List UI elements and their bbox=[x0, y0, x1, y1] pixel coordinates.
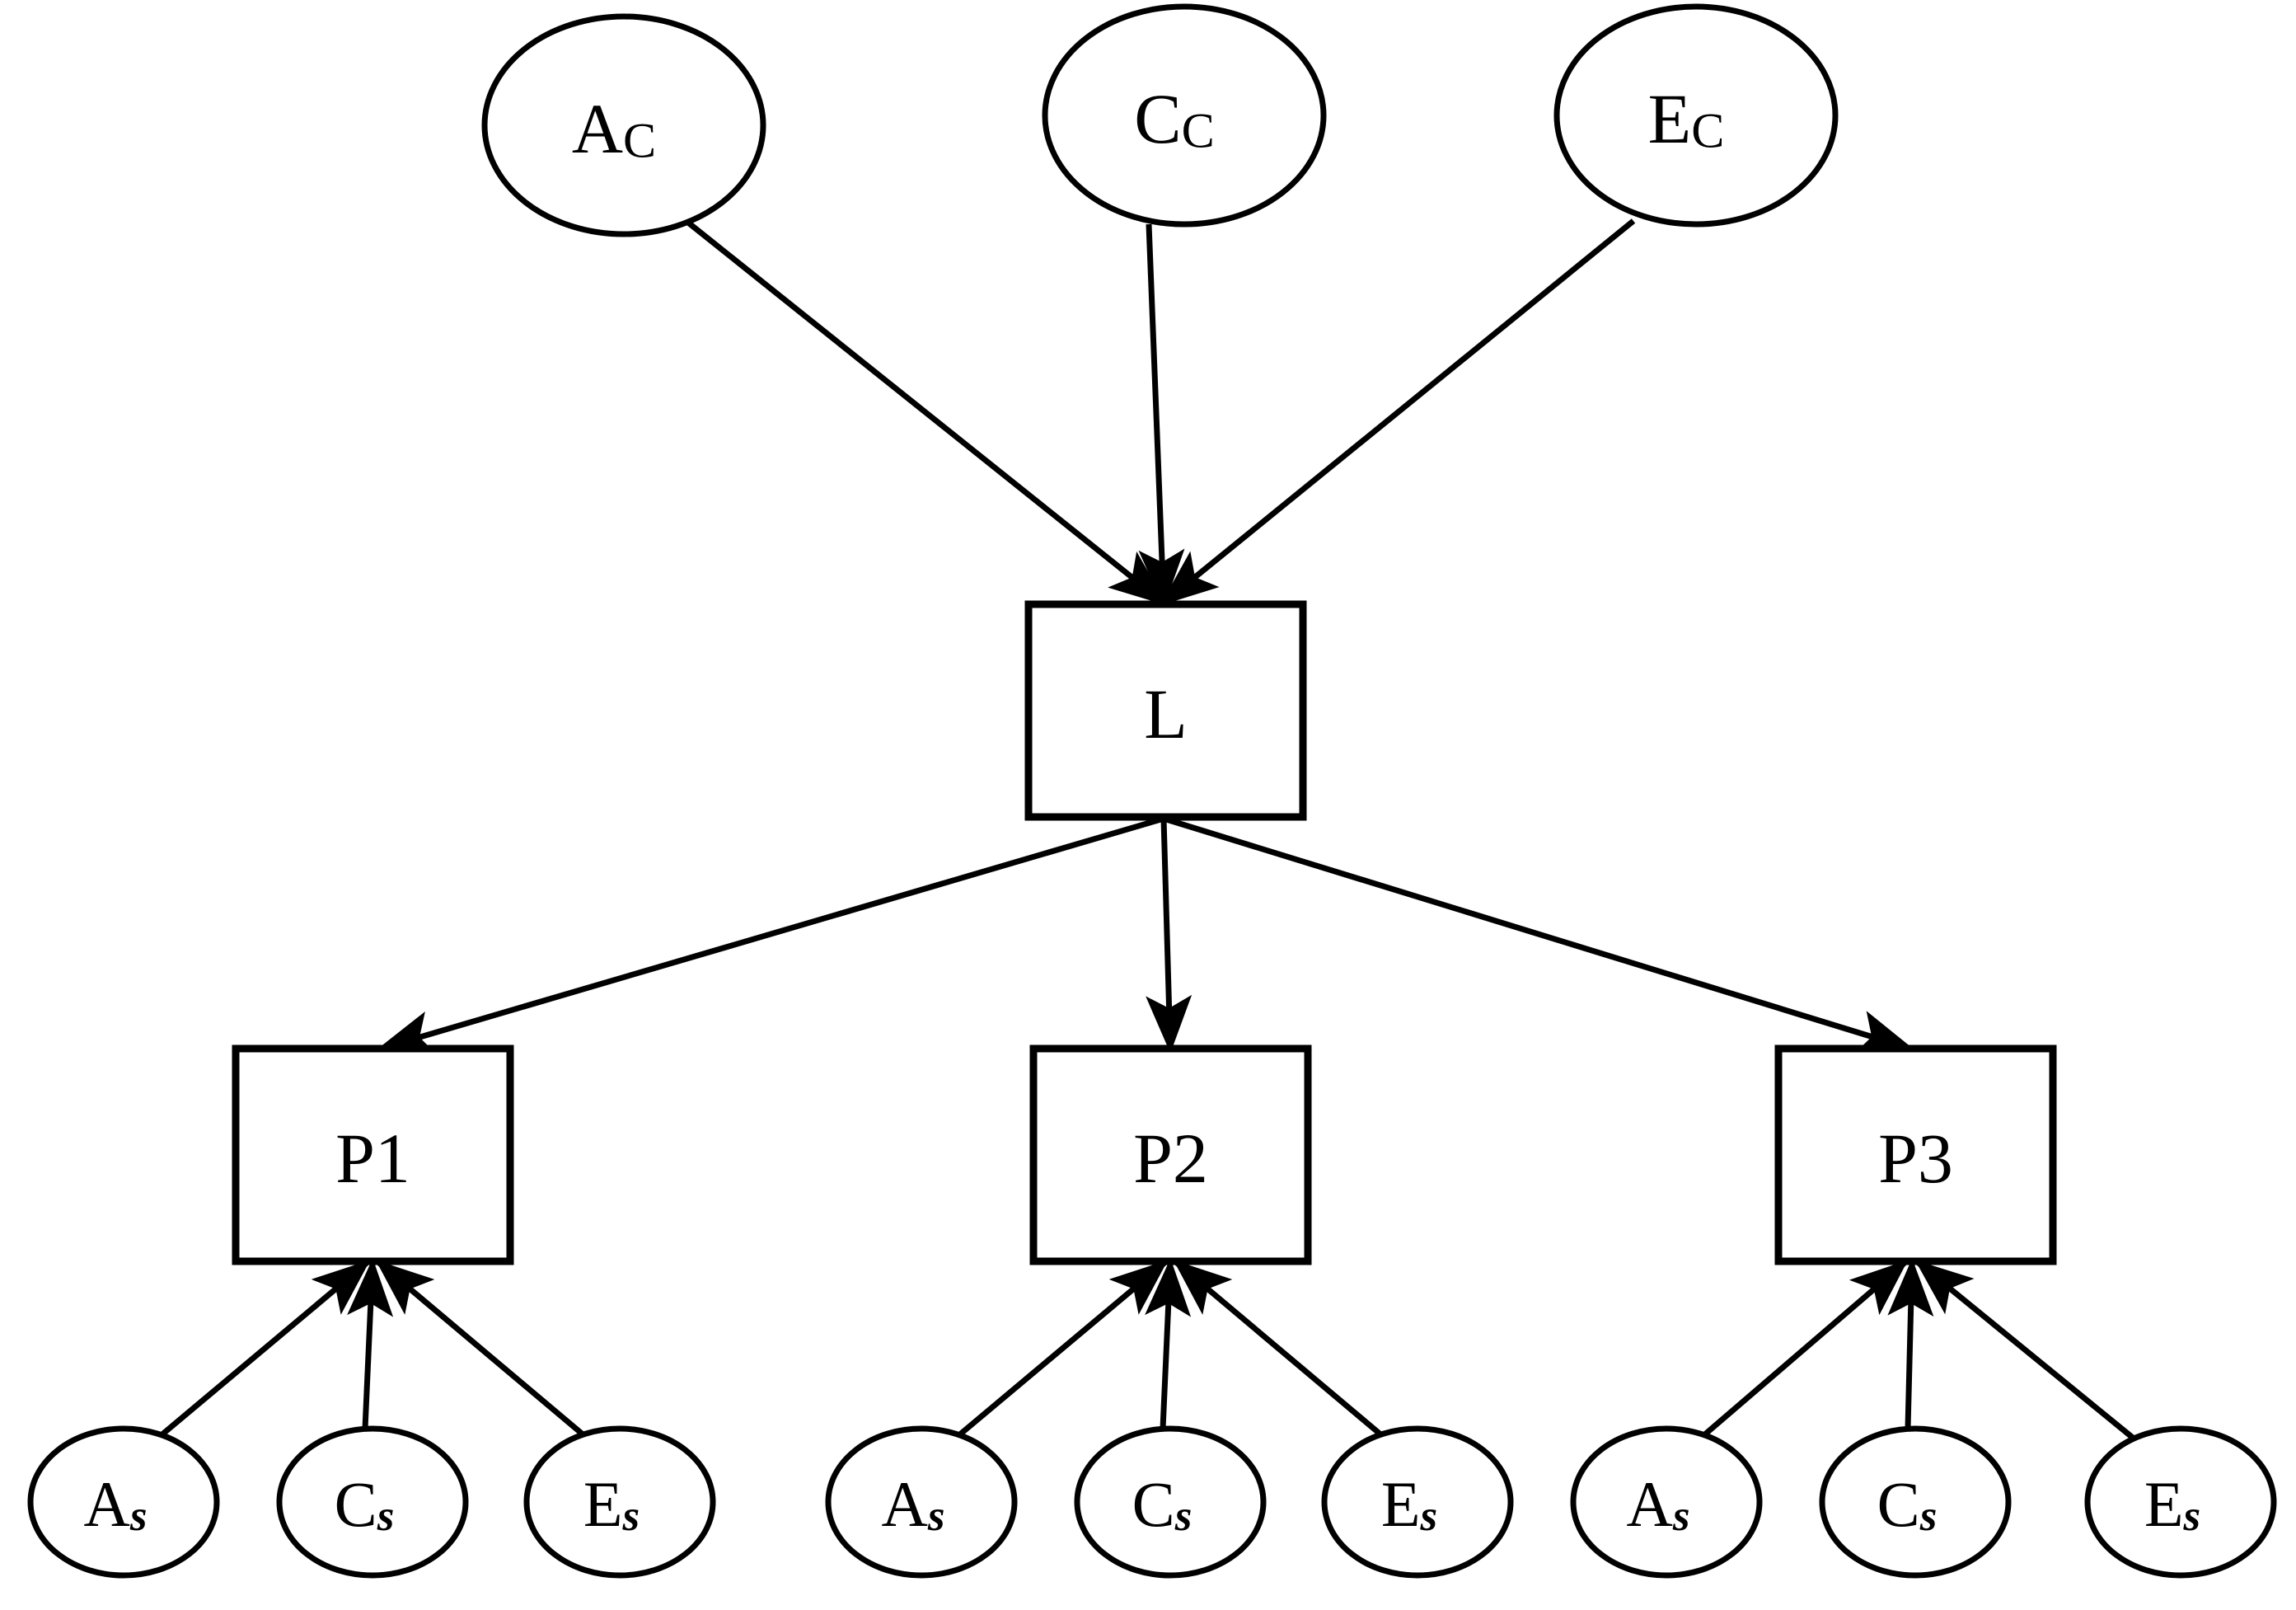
box-P1[interactable] bbox=[232, 1044, 514, 1265]
indicator-P1[interactable]: P1 bbox=[232, 1044, 514, 1265]
common-factor-Ac-label: AC bbox=[572, 89, 656, 168]
edge-P3-Cs-to-P3 bbox=[1887, 1258, 1934, 1429]
ellipse-Cc[interactable] bbox=[1042, 3, 1327, 228]
ellipse-P1-Cs[interactable] bbox=[276, 1425, 469, 1579]
edge-P2-As-to-P2 bbox=[954, 1260, 1169, 1440]
ellipse-Ac[interactable] bbox=[481, 13, 766, 237]
common-factor-Ec-label: EC bbox=[1648, 79, 1725, 158]
edge-P1-Es-to-P1 bbox=[375, 1260, 589, 1440]
box-P3[interactable] bbox=[1774, 1044, 2057, 1265]
specific-factor-P2-Es[interactable]: Es bbox=[1321, 1425, 1514, 1579]
edges-layer bbox=[156, 218, 2135, 1440]
specific-factor-P2-Cs[interactable]: Cs bbox=[1074, 1425, 1267, 1579]
edge-P3-As-to-P3 bbox=[1699, 1260, 1909, 1440]
edge-L-to-P2 bbox=[1146, 818, 1193, 1054]
specific-factor-P3-As[interactable]: As bbox=[1570, 1425, 1763, 1579]
specific-factor-P3-Cs-label: Cs bbox=[1877, 1468, 1938, 1540]
box-P2[interactable] bbox=[1029, 1044, 1312, 1265]
common-factor-Cc-label: CC bbox=[1134, 79, 1215, 158]
specific-factor-P1-Es[interactable]: Es bbox=[523, 1425, 716, 1579]
specific-factor-P1-As[interactable]: As bbox=[27, 1425, 220, 1579]
specific-factor-P2-As-label: As bbox=[882, 1468, 945, 1540]
edge-P1-As-to-P1 bbox=[156, 1260, 371, 1440]
common-factor-Ac[interactable]: AC bbox=[481, 13, 766, 237]
specific-factor-P3-As-label: As bbox=[1627, 1468, 1690, 1540]
ellipse-P2-Es[interactable] bbox=[1321, 1425, 1514, 1579]
common-factor-Ec[interactable]: EC bbox=[1553, 3, 1839, 228]
edge-P3-Es-to-P3 bbox=[1914, 1260, 2135, 1440]
edge-P2-Cs-to-P2 bbox=[1145, 1258, 1192, 1429]
edge-Cc-to-L bbox=[1138, 223, 1185, 608]
edge-P1-Cs-to-P1 bbox=[347, 1258, 394, 1429]
specific-factor-P3-Cs[interactable]: Cs bbox=[1819, 1425, 2012, 1579]
ellipse-P3-Cs[interactable] bbox=[1819, 1425, 2012, 1579]
ellipse-P1-Es[interactable] bbox=[523, 1425, 716, 1579]
ellipse-P2-As[interactable] bbox=[825, 1425, 1018, 1579]
indicator-P2-label: P2 bbox=[1133, 1119, 1208, 1198]
ellipse-Ec[interactable] bbox=[1553, 3, 1839, 228]
indicator-P3-label: P3 bbox=[1878, 1119, 1953, 1198]
specific-factor-P3-Es-label: Es bbox=[2144, 1468, 2200, 1540]
indicator-P2[interactable]: P2 bbox=[1029, 1044, 1312, 1265]
specific-factor-P1-Cs[interactable]: Cs bbox=[276, 1425, 469, 1579]
ellipse-P3-As[interactable] bbox=[1570, 1425, 1763, 1579]
specific-factor-P1-As-label: As bbox=[84, 1468, 148, 1540]
edge-P2-Es-to-P2 bbox=[1173, 1260, 1387, 1440]
specific-factor-P2-Cs-label: Cs bbox=[1132, 1468, 1193, 1540]
box-L[interactable] bbox=[1024, 600, 1307, 821]
indicator-P3[interactable]: P3 bbox=[1774, 1044, 2057, 1265]
latent-variable-label: L bbox=[1144, 674, 1188, 753]
ellipse-P1-As[interactable] bbox=[27, 1425, 220, 1579]
specific-factor-P1-Cs-label: Cs bbox=[335, 1468, 395, 1540]
common-factor-Cc[interactable]: CC bbox=[1042, 3, 1327, 228]
indicator-P1-label: P1 bbox=[335, 1119, 410, 1198]
edge-Ac-to-L bbox=[686, 220, 1168, 606]
ellipse-P3-Es[interactable] bbox=[2084, 1425, 2277, 1579]
specific-factor-P2-As[interactable]: As bbox=[825, 1425, 1018, 1579]
latent-variable-L[interactable]: L bbox=[1024, 600, 1307, 821]
edge-Ec-to-L bbox=[1160, 218, 1636, 606]
specific-factor-P3-Es[interactable]: Es bbox=[2084, 1425, 2277, 1579]
specific-factor-P1-Es-label: Es bbox=[583, 1468, 640, 1540]
edge-L-to-P1 bbox=[376, 815, 1164, 1056]
ellipse-P2-Cs[interactable] bbox=[1074, 1425, 1267, 1579]
specific-factor-P2-Es-label: Es bbox=[1381, 1468, 1437, 1540]
edge-L-to-P3 bbox=[1162, 815, 1915, 1055]
